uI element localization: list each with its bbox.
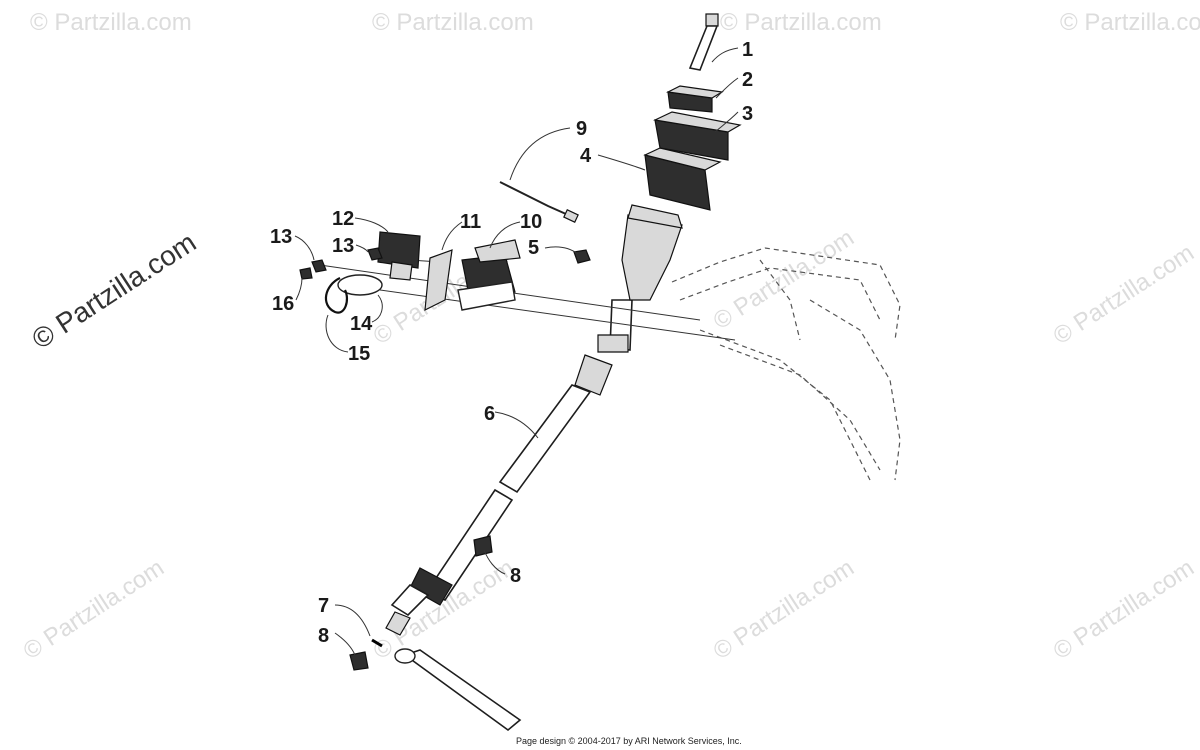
part-block-3: [652, 111, 742, 161]
callout-11: 11: [460, 211, 481, 233]
part-screw-16: [299, 267, 313, 280]
callout-9: 9: [576, 118, 587, 140]
part-nut-5: [573, 249, 591, 264]
part-cable-end: [563, 209, 579, 223]
watermark-text: © Partzilla.com: [1049, 239, 1199, 350]
callout-12: 12: [332, 208, 354, 230]
column-housing: [621, 204, 683, 301]
callout-labels: 1 2 3 4 5 6 7 8 8 9 10 11 12 13 13 14 15…: [270, 39, 753, 647]
part-washer-7: [371, 638, 383, 648]
copyright-footer: Page design © 2004-2017 by ARI Network S…: [516, 736, 742, 746]
callout-6: 6: [484, 403, 495, 425]
callout-leaders: [294, 47, 739, 656]
watermark-text: © Partzilla.com: [1060, 9, 1200, 36]
part-bracket-10: [457, 239, 521, 311]
steering-shaft: [385, 299, 633, 732]
callout-14: 14: [350, 313, 373, 335]
callout-13-right: 13: [332, 235, 354, 257]
watermark-text: © Partzilla.com: [30, 9, 192, 36]
callout-10: 10: [520, 211, 542, 233]
watermark-text: © Partzilla.com: [709, 554, 859, 665]
callout-15: 15: [348, 343, 370, 365]
callout-2: 2: [742, 69, 753, 91]
part-bolt-1: [688, 13, 719, 71]
watermark-text: © Partzilla.com: [720, 9, 882, 36]
part-plate-11: [424, 249, 453, 312]
watermark-text: © Partzilla.com: [709, 224, 859, 335]
watermark-text: © Partzilla.com: [1049, 554, 1199, 665]
part-wire-15: [324, 277, 349, 314]
callout-3: 3: [742, 103, 753, 125]
part-cap-2: [665, 85, 724, 113]
callout-4: 4: [580, 145, 592, 167]
vehicle-frame: [671, 247, 901, 481]
callout-7: 7: [318, 595, 329, 617]
part-screw-13: [311, 259, 327, 273]
callout-13-left: 13: [270, 226, 292, 248]
callout-5: 5: [528, 237, 539, 259]
part-bushing-8: [473, 535, 493, 557]
part-switch-12: [377, 231, 421, 281]
callout-1: 1: [742, 39, 753, 61]
callout-8-lower: 8: [318, 625, 329, 647]
callout-16: 16: [272, 293, 294, 315]
watermark-text: © Partzilla.com: [19, 554, 169, 665]
watermark-text: © Partzilla.com: [372, 9, 534, 36]
part-clamp-14: [337, 274, 383, 296]
part-nut-8: [349, 651, 369, 671]
part-block-4: [643, 147, 722, 211]
part-screw-13: [367, 247, 383, 261]
callout-8-upper: 8: [510, 565, 521, 587]
watermark-brand: © Partzilla.com: [26, 226, 201, 355]
